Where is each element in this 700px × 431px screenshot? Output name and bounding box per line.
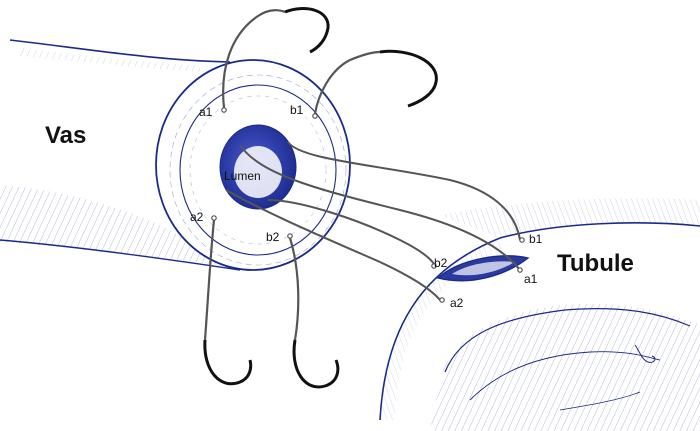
tubule-knot-b2 xyxy=(431,263,437,269)
vas-suture-a2-label: a2 xyxy=(190,210,204,224)
tubule-knot-a2 xyxy=(439,297,445,303)
vas-upper-outline xyxy=(9,39,231,63)
vas-knot-b1 xyxy=(312,113,318,119)
stray-thread xyxy=(634,344,656,363)
tunic-shading-top xyxy=(440,198,700,238)
tubule-knot-b1 xyxy=(519,237,525,243)
vas-shading-top xyxy=(20,48,200,72)
vas-deferens xyxy=(0,39,351,271)
tubule-suture-b2-label: b2 xyxy=(434,256,448,270)
suture-a2-thread xyxy=(203,219,216,341)
suture-b2-thread xyxy=(288,237,300,341)
vas-label: Vas xyxy=(45,122,86,149)
suture-a2-needle xyxy=(203,339,253,386)
vas-wall-fiber-2 xyxy=(189,95,327,245)
suture-lumen-to-b2 xyxy=(267,199,435,265)
suture-a1-thread xyxy=(222,9,286,109)
vas-knot-a2 xyxy=(211,215,217,221)
vas-lumen-opening xyxy=(234,146,282,198)
vas-shading xyxy=(0,185,230,266)
tubule-knot-a1 xyxy=(517,267,523,273)
suture-lumen-to-a2 xyxy=(225,189,441,301)
vas-knot-b2 xyxy=(287,233,293,239)
vas-wall-fiber xyxy=(169,74,347,266)
tubule-coil-outline-2 xyxy=(469,351,661,401)
labels: Vas Tubule Lumen a1 b1 a2 b2 b1 a1 b2 a2 xyxy=(45,103,634,310)
tubule-label: Tubule xyxy=(557,250,634,277)
vas-knot-a1 xyxy=(221,107,227,113)
vas-suture-b2-label: b2 xyxy=(266,230,280,244)
suture-lumen-to-a1 xyxy=(239,144,521,271)
suture-a1-needle xyxy=(284,7,330,54)
vas-sutures xyxy=(203,7,438,389)
suture-lumen-to-b1 xyxy=(287,141,521,241)
tubulotomy-inner xyxy=(452,261,515,276)
anastomosis-sutures xyxy=(211,107,525,303)
suture-b1-needle xyxy=(379,49,438,108)
suture-b1-thread xyxy=(313,50,381,115)
vas-suture-a1-label: a1 xyxy=(199,105,213,119)
tubule-coil-outline xyxy=(444,308,691,373)
suture-b2-needle xyxy=(292,339,340,389)
tubule-coil-outline-3 xyxy=(559,391,641,411)
tubule-suture-a2-label: a2 xyxy=(450,296,464,310)
vas-suture-b1-label: b1 xyxy=(290,103,304,117)
tubule-suture-b1-label: b1 xyxy=(529,232,543,246)
lumen-label: Lumen xyxy=(224,169,261,183)
tubule-suture-a1-label: a1 xyxy=(524,272,538,286)
tubule-coils xyxy=(430,303,700,431)
